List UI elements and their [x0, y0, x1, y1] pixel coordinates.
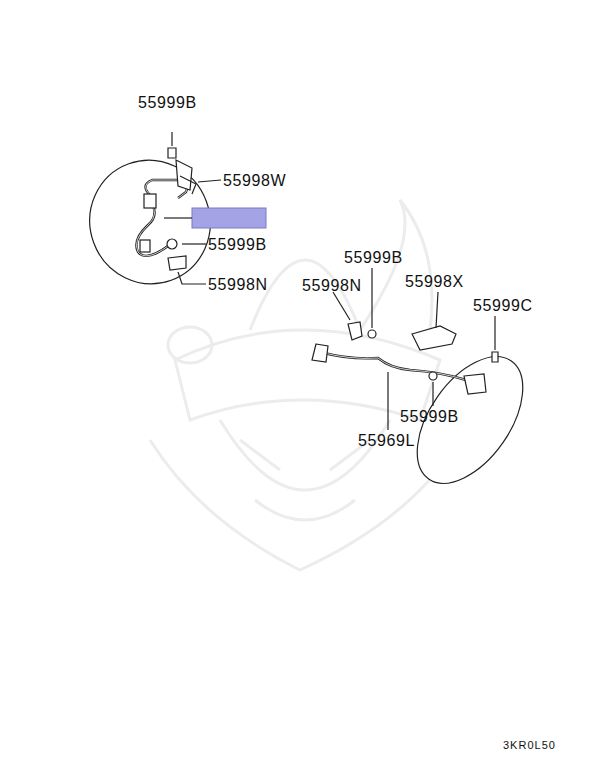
callout-number: 55998N [302, 278, 362, 294]
callout-number: 55998N [208, 277, 268, 293]
callout-number: 55999B [400, 409, 459, 425]
callout-number: 55969L [358, 433, 415, 449]
highlight-box [192, 208, 266, 228]
callout-number: 55999B [208, 237, 267, 253]
left-wheel-assembly [72, 132, 266, 301]
callout-number: 55999B [138, 95, 197, 111]
callout-number: 55999B [344, 250, 403, 266]
callout-number: 55998X [405, 274, 464, 290]
callout-number: 55999C [473, 298, 533, 314]
right-wheel-assembly [312, 268, 544, 502]
diagram-code: 3KR0L50 [503, 740, 556, 751]
callout-number: 55998W [223, 173, 286, 189]
